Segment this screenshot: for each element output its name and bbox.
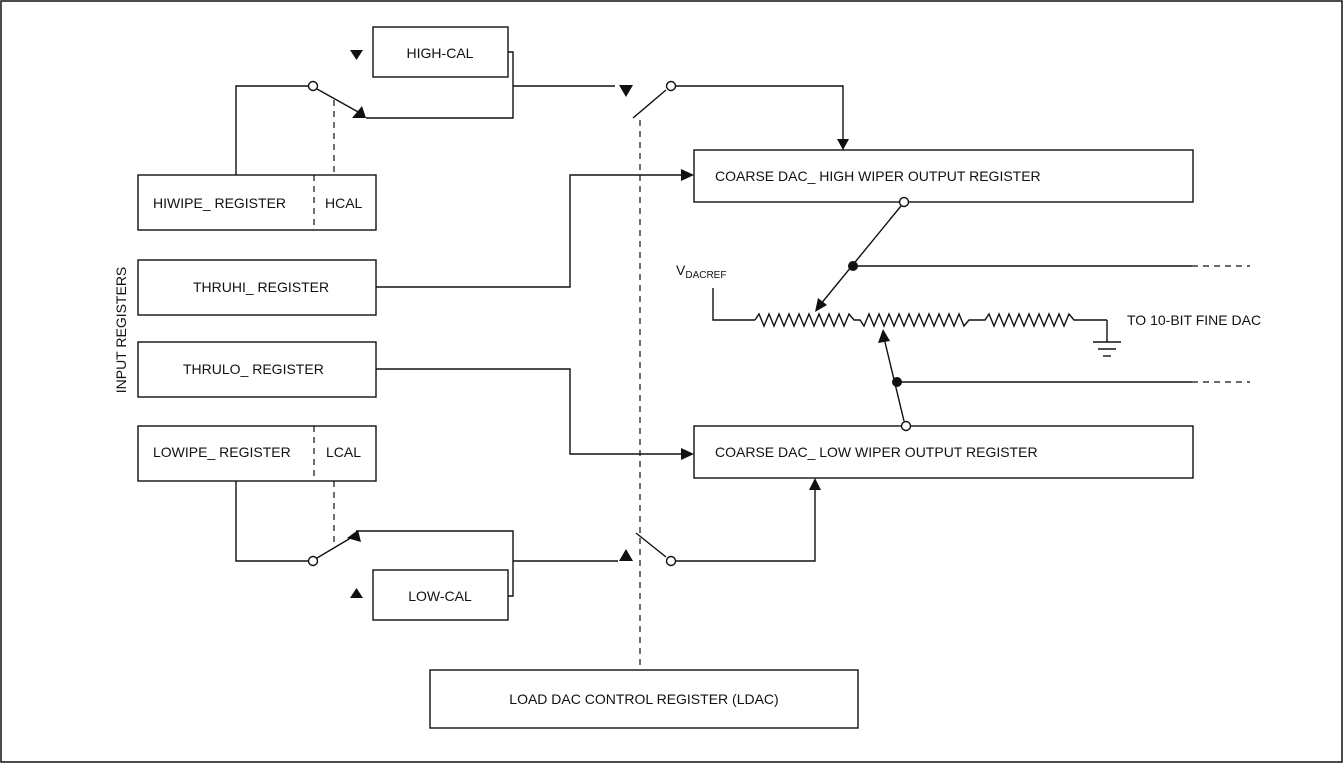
high-load-to-output-wire bbox=[676, 85, 844, 140]
low-wiper-arrow bbox=[878, 329, 890, 343]
hcal-label: HCAL bbox=[325, 195, 363, 211]
high-cal-input-arrow bbox=[350, 50, 363, 60]
low-selector-pivot bbox=[307, 555, 319, 567]
coarse-dac-high-register-label: COARSE DAC_ HIGH WIPER OUTPUT REGISTER bbox=[715, 168, 1041, 184]
high-cal-box: HIGH-CAL bbox=[372, 26, 509, 78]
vdacref-label: VDACREF bbox=[676, 262, 726, 281]
low-load-switch-pivot bbox=[665, 555, 677, 567]
low-load-switch-blade bbox=[635, 532, 667, 558]
low-selector-loop-wire bbox=[356, 530, 514, 597]
thruhi-output-arrow bbox=[681, 169, 694, 181]
low-selector-blade bbox=[316, 535, 355, 559]
lowipe-register-label: LOWIPE_ REGISTER bbox=[153, 444, 291, 460]
low-selector-contact-arrow bbox=[347, 530, 361, 542]
low-cal-box: LOW-CAL bbox=[372, 569, 509, 621]
high-cal-label: HIGH-CAL bbox=[407, 45, 474, 61]
low-load-to-output-wire bbox=[676, 488, 816, 562]
low-wiper-open-node bbox=[900, 420, 912, 432]
input-registers-label: INPUT REGISTERS bbox=[113, 267, 129, 394]
coarse-dac-high-register-box: COARSE DAC_ HIGH WIPER OUTPUT REGISTER bbox=[693, 149, 1194, 203]
high-load-switch-blade bbox=[632, 89, 667, 119]
hiwipe-to-switch-wire bbox=[235, 85, 308, 175]
ground-symbol bbox=[1093, 320, 1121, 357]
hiwipe-register-box: HIWIPE_ REGISTER HCAL bbox=[137, 174, 377, 231]
low-output-input-arrow bbox=[809, 478, 821, 490]
lcal-label: LCAL bbox=[326, 444, 361, 460]
resistor-string bbox=[754, 312, 1107, 328]
thrulo-register-box: THRULO_ REGISTER bbox=[137, 341, 377, 398]
low-cal-label: LOW-CAL bbox=[408, 588, 472, 604]
low-cal-input-arrow bbox=[350, 588, 363, 598]
coarse-dac-low-register-box: COARSE DAC_ LOW WIPER OUTPUT REGISTER bbox=[693, 425, 1194, 479]
high-selector-contact-arrow bbox=[352, 106, 366, 118]
high-output-input-arrow bbox=[837, 139, 849, 150]
high-wiper-arm bbox=[819, 205, 902, 306]
ldac-register-label: LOAD DAC CONTROL REGISTER (LDAC) bbox=[509, 691, 778, 707]
high-selector-blade bbox=[316, 88, 361, 114]
high-wiper-open-node bbox=[898, 196, 910, 208]
lowipe-to-switch-wire bbox=[235, 481, 308, 562]
high-load-contact-arrow bbox=[619, 85, 633, 97]
thrulo-to-output-wire bbox=[376, 368, 682, 455]
high-selector-pivot bbox=[307, 80, 319, 92]
thruhi-register-label: THRUHI_ REGISTER bbox=[193, 279, 329, 295]
low-load-contact-arrow bbox=[619, 549, 633, 561]
high-load-switch-pivot bbox=[665, 80, 677, 92]
high-selector-loop-wire bbox=[366, 51, 514, 119]
vdacref-wire bbox=[712, 288, 755, 321]
high-wiper-arrow bbox=[815, 298, 827, 312]
coarse-dac-low-register-label: COARSE DAC_ LOW WIPER OUTPUT REGISTER bbox=[715, 444, 1038, 460]
hiwipe-register-label: HIWIPE_ REGISTER bbox=[153, 195, 286, 211]
lowipe-register-box: LOWIPE_ REGISTER LCAL bbox=[137, 425, 377, 482]
thrulo-register-label: THRULO_ REGISTER bbox=[183, 361, 324, 377]
thruhi-register-box: THRUHI_ REGISTER bbox=[137, 259, 377, 316]
thruhi-to-output-wire bbox=[376, 174, 682, 288]
fine-dac-label: TO 10-BIT FINE DAC bbox=[1127, 312, 1261, 328]
ldac-register-box: LOAD DAC CONTROL REGISTER (LDAC) bbox=[429, 669, 859, 729]
thrulo-output-arrow bbox=[681, 448, 694, 460]
